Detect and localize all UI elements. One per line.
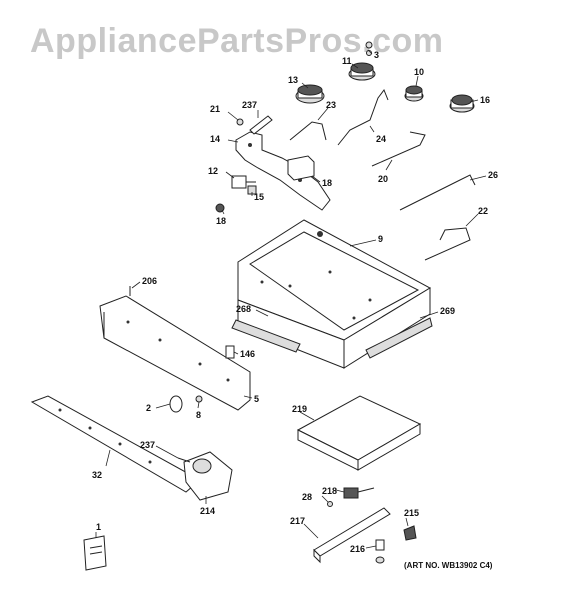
label-20: 20 xyxy=(378,174,388,184)
label-2: 2 xyxy=(146,403,151,413)
label-28: 28 xyxy=(302,492,312,502)
plate-219[interactable] xyxy=(296,395,422,471)
label-269: 269 xyxy=(440,306,455,316)
igniter-switch-12[interactable] xyxy=(231,175,256,189)
burner-16[interactable] xyxy=(449,94,475,113)
tube-22[interactable] xyxy=(424,227,471,261)
burner-box-9[interactable] xyxy=(237,219,432,369)
label-22: 22 xyxy=(478,206,488,216)
burner-11[interactable] xyxy=(348,62,376,81)
art-number: (ART NO. WB13902 C4) xyxy=(404,561,493,570)
label-18-lower: 18 xyxy=(216,216,226,226)
valve-assembly-237[interactable] xyxy=(249,115,273,135)
valve-214[interactable] xyxy=(177,451,233,501)
label-215: 215 xyxy=(404,508,419,518)
label-21: 21 xyxy=(210,104,220,114)
tube-26[interactable] xyxy=(399,174,476,211)
label-5: 5 xyxy=(254,394,259,404)
label-146: 146 xyxy=(240,349,255,359)
label-1: 1 xyxy=(96,522,101,532)
knob-2[interactable] xyxy=(169,395,183,413)
leader-lines xyxy=(95,49,487,549)
trim-269[interactable] xyxy=(365,317,433,359)
label-8: 8 xyxy=(196,410,201,420)
label-12: 12 xyxy=(208,166,218,176)
part-215[interactable] xyxy=(403,525,417,541)
part-labels: 3 11 13 10 16 21 237 23 24 14 12 15 18 1… xyxy=(92,50,498,554)
screw-21[interactable] xyxy=(236,118,244,126)
label-237-upper: 237 xyxy=(242,100,257,110)
label-237-lower: 237 xyxy=(140,440,155,450)
burner-10[interactable] xyxy=(404,85,424,102)
label-217: 217 xyxy=(290,516,305,526)
label-24: 24 xyxy=(376,134,386,144)
tube-20[interactable] xyxy=(371,131,426,167)
label-216: 216 xyxy=(350,544,365,554)
label-219: 219 xyxy=(292,404,307,414)
tube-23[interactable] xyxy=(289,121,327,141)
label-13: 13 xyxy=(288,75,298,85)
label-206: 206 xyxy=(142,276,157,286)
label-11: 11 xyxy=(342,56,352,66)
label-14: 14 xyxy=(210,134,220,144)
burner-13[interactable] xyxy=(295,84,325,104)
label-18-upper: 18 xyxy=(322,178,332,188)
watermark-text: AppliancePartsPros.com xyxy=(30,22,443,60)
label-218: 218 xyxy=(322,486,337,496)
label-23: 23 xyxy=(326,100,336,110)
label-214: 214 xyxy=(200,506,215,516)
tube-24[interactable] xyxy=(337,88,389,146)
label-15: 15 xyxy=(254,192,264,202)
bracket-18-upper[interactable] xyxy=(287,155,315,181)
label-3: 3 xyxy=(374,50,379,60)
igniter-218[interactable] xyxy=(343,487,375,499)
part-8[interactable] xyxy=(195,395,203,403)
bracket-217[interactable] xyxy=(313,507,391,564)
label-9: 9 xyxy=(378,234,383,244)
label-16: 16 xyxy=(480,95,490,105)
manifold-panel-5[interactable] xyxy=(99,295,251,411)
label-32: 32 xyxy=(92,470,102,480)
manifold-bracket-14[interactable] xyxy=(235,131,331,211)
label-10: 10 xyxy=(414,67,424,77)
part-146[interactable] xyxy=(225,345,235,359)
part-216[interactable] xyxy=(375,539,385,564)
label-268: 268 xyxy=(236,304,251,314)
manual-1[interactable] xyxy=(83,535,107,571)
part-28[interactable] xyxy=(327,501,333,507)
label-26: 26 xyxy=(488,170,498,180)
trim-268[interactable] xyxy=(231,319,301,353)
